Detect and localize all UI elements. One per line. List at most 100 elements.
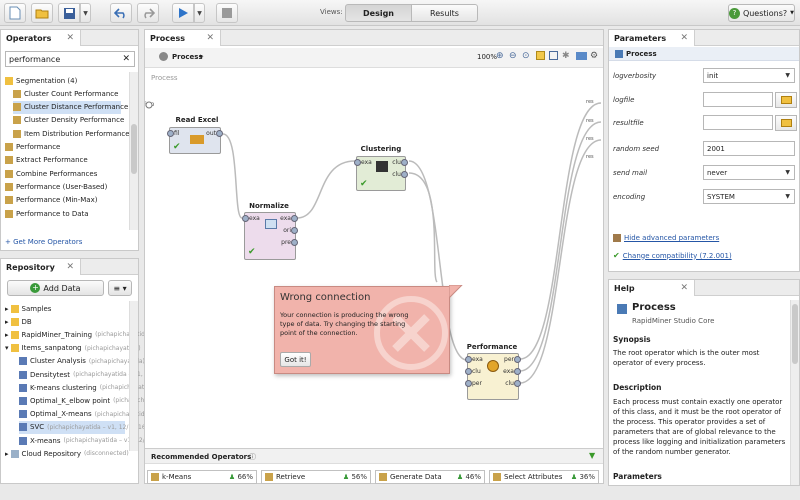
- result-port[interactable]: res: [586, 118, 594, 124]
- operator-item[interactable]: Segmentation (4): [5, 74, 77, 87]
- out-port[interactable]: out: [206, 130, 223, 137]
- clu-port[interactable]: clu: [505, 380, 521, 387]
- parameter-text-input[interactable]: 2001: [703, 141, 795, 156]
- chevron-right-icon[interactable]: ▸: [5, 304, 9, 313]
- redo-button[interactable]: [137, 3, 159, 23]
- zoom-in-icon[interactable]: ⊕: [496, 51, 504, 61]
- recommended-operator-item[interactable]: Select Attributes♟ 36%: [489, 470, 599, 484]
- repository-item[interactable]: X-means(pichapichayatida – v1, 12/19/: [19, 434, 154, 447]
- change-compatibility-link[interactable]: ✔Change compatibility (7.2.001): [613, 251, 732, 260]
- parameter-select[interactable]: init: [703, 68, 795, 83]
- clu-port[interactable]: clu: [392, 159, 408, 166]
- parameter-select[interactable]: never: [703, 165, 795, 180]
- operator-item[interactable]: Item Distribution Performance: [13, 127, 130, 140]
- help-scrollbar[interactable]: [790, 300, 799, 485]
- repository-item[interactable]: ▸Cloud Repository(disconnected): [5, 447, 129, 460]
- close-icon[interactable]: ✕: [66, 262, 74, 272]
- repository-tab[interactable]: Repository✕: [1, 259, 81, 275]
- parameters-tab[interactable]: Parameters✕: [609, 30, 695, 46]
- operator-item[interactable]: Combine Performances: [5, 167, 97, 180]
- connection-line[interactable]: [408, 172, 438, 283]
- result-port[interactable]: res: [586, 136, 594, 142]
- layout-icon[interactable]: [549, 51, 558, 60]
- result-port[interactable]: res: [586, 99, 594, 105]
- connection-line[interactable]: [519, 139, 602, 384]
- save-button[interactable]: [58, 3, 80, 23]
- exa-port[interactable]: exa: [242, 215, 260, 222]
- operator-item[interactable]: Extract Performance: [5, 154, 88, 167]
- settings-icon[interactable]: ⚙: [590, 51, 599, 61]
- read-excel-operator[interactable]: fil out ✔: [167, 127, 223, 154]
- repository-item[interactable]: SVC(pichapichayatida – v1, 12/19/16: [19, 420, 146, 434]
- clu-port[interactable]: clu: [465, 368, 481, 375]
- info-icon[interactable]: ⓘ: [249, 453, 256, 461]
- repository-scrollbar[interactable]: [129, 301, 138, 451]
- undo-button[interactable]: [110, 3, 132, 23]
- operator-item[interactable]: Performance (User-Based): [5, 180, 107, 193]
- exa-port[interactable]: exa: [465, 356, 483, 363]
- connection-line[interactable]: [519, 102, 602, 360]
- performance-operator[interactable]: exa clu per per exa clu: [465, 353, 521, 400]
- hide-advanced-link[interactable]: Hide advanced parameters: [613, 234, 719, 242]
- clu-port[interactable]: clu: [392, 171, 408, 178]
- save-dropdown[interactable]: ▼: [80, 3, 91, 23]
- new-process-button[interactable]: [4, 3, 26, 23]
- per-port[interactable]: per: [504, 356, 521, 363]
- open-button[interactable]: [31, 3, 53, 23]
- parameter-file-input[interactable]: [703, 92, 773, 107]
- results-view-button[interactable]: Results: [411, 4, 478, 22]
- operator-search-input[interactable]: performance✕: [5, 51, 135, 67]
- connection-line[interactable]: [519, 121, 602, 372]
- connection-line[interactable]: [222, 133, 243, 219]
- connection-line[interactable]: [408, 160, 468, 361]
- operator-scrollbar[interactable]: [129, 72, 138, 230]
- operator-item[interactable]: Performance (Min-Max): [5, 194, 97, 207]
- zoom-fit-icon[interactable]: ⊙: [522, 51, 530, 61]
- clustering-operator[interactable]: exa clu clu ✔: [354, 156, 408, 191]
- recommended-operator-item[interactable]: Generate Data♟ 46%: [375, 470, 485, 484]
- collapse-icon[interactable]: ▼: [589, 451, 596, 460]
- operator-item[interactable]: Cluster Density Performance: [13, 114, 124, 127]
- browse-button[interactable]: [775, 92, 797, 108]
- stop-button[interactable]: [216, 3, 238, 23]
- chevron-down-icon[interactable]: ▾: [5, 344, 9, 353]
- exa-port[interactable]: exa: [503, 368, 521, 375]
- close-icon[interactable]: ✕: [680, 283, 688, 293]
- operator-item[interactable]: Cluster Count Performance: [13, 87, 118, 100]
- got-it-button[interactable]: Got it!: [280, 352, 311, 367]
- recommended-operator-item[interactable]: Retrieve♟ 56%: [261, 470, 371, 484]
- close-icon[interactable]: ✕: [680, 33, 688, 43]
- browse-button[interactable]: [775, 115, 797, 131]
- result-port[interactable]: res: [586, 154, 594, 160]
- repository-item[interactable]: ▸DB: [5, 315, 32, 328]
- connection-line[interactable]: [296, 160, 356, 219]
- questions-button[interactable]: ? Questions? ▼: [728, 4, 795, 22]
- parameter-file-input[interactable]: [703, 115, 773, 130]
- process-tab[interactable]: Process✕: [145, 30, 221, 46]
- close-icon[interactable]: ✕: [66, 33, 74, 43]
- normalize-operator[interactable]: exa exa ori pre ✔: [242, 212, 298, 260]
- add-data-button[interactable]: +Add Data: [7, 280, 104, 296]
- auto-wire-icon[interactable]: ✱: [562, 51, 570, 61]
- ports-icon[interactable]: [576, 52, 587, 60]
- note-icon[interactable]: [536, 51, 545, 60]
- close-icon[interactable]: ✕: [206, 33, 214, 43]
- ori-port[interactable]: ori: [283, 227, 298, 234]
- exa-port[interactable]: exa: [354, 159, 372, 166]
- scroll-thumb[interactable]: [131, 124, 137, 174]
- scroll-thumb[interactable]: [792, 304, 798, 364]
- chevron-right-icon[interactable]: ▸: [5, 330, 9, 339]
- chevron-right-icon[interactable]: ▸: [5, 317, 9, 326]
- run-button[interactable]: [172, 3, 194, 23]
- repository-item[interactable]: Cluster Analysis(pichapichayatida): [19, 355, 145, 368]
- repository-item[interactable]: Optimal_X-means(pichapichayatida – v1,: [19, 408, 164, 421]
- chevron-right-icon[interactable]: ▸: [5, 449, 9, 458]
- get-more-operators-link[interactable]: + Get More Operators: [5, 238, 83, 246]
- recommended-operator-item[interactable]: k-Means♟ 66%: [147, 470, 257, 484]
- repository-item[interactable]: ▾Items_sanpatong(pichapichayatida): [5, 342, 141, 355]
- repository-item[interactable]: ▸RapidMiner_Training(pichapichayatida): [5, 328, 151, 341]
- operator-item[interactable]: Cluster Distance Performance: [13, 100, 128, 114]
- exa-port[interactable]: exa: [280, 215, 298, 222]
- repository-item[interactable]: ▸Samples: [5, 302, 51, 315]
- repository-item[interactable]: Densitytest(pichapichayatida – v1, 12/: [19, 368, 154, 381]
